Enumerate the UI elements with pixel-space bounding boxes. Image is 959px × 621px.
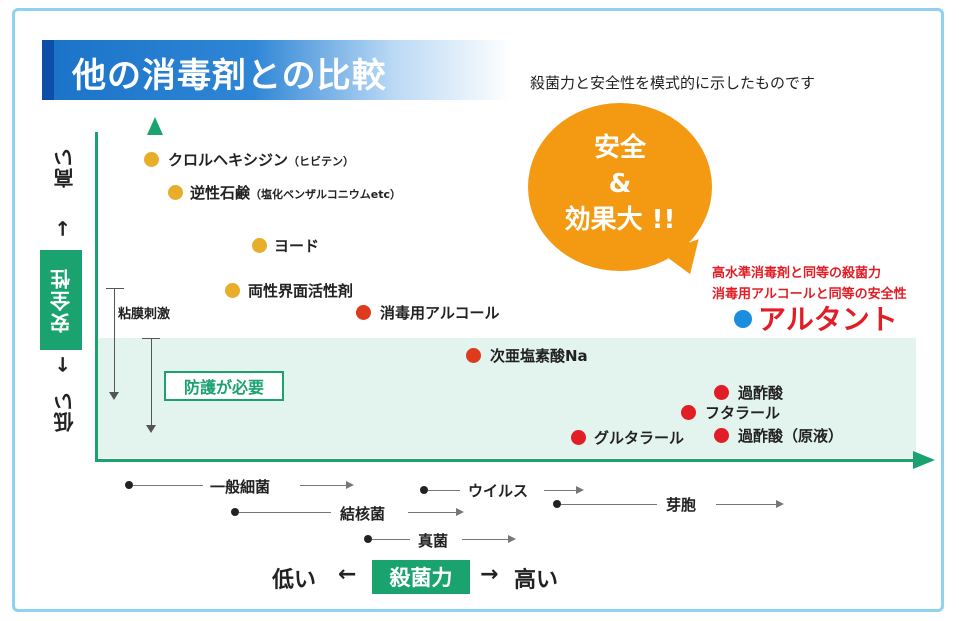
item-dot-quats [168,185,183,200]
protect-label: 防護が必要 [164,371,284,401]
featured-dot [734,310,752,328]
y-axis-arrowhead [147,117,163,135]
y-axis-name: 安全性 [40,250,82,350]
item-dot-chlorhexidine [144,152,159,167]
red-note-2: 消毒用アルコールと同等の安全性 [712,287,907,302]
bubble-text: 安全 & 効果大 !! [528,130,712,238]
mucous-arrow-head [109,392,119,400]
item-note: （塩化ベンザルコニウムetc） [250,188,402,201]
item-dot-hypochlorite [466,348,481,363]
spectrum-line [544,490,578,491]
item-iodine: ヨード [274,237,320,255]
bubble-line-2: & [608,169,632,199]
spectrum-line [300,485,348,486]
bubble-line-3: 効果大 !! [564,205,676,235]
spectrum-arrow [508,535,516,543]
spectrum-line [428,490,460,491]
item-chlorhexidine: クロルヘキシジン（ヒビテン） [168,149,354,170]
item-hypochlorite: 次亜塩素酸Na [490,347,588,365]
y-axis-low: 低い [53,392,77,432]
bubble-line-1: 安全 [593,133,646,163]
spectrum-start-dot [125,481,133,489]
item-dot-glutaral [571,430,586,445]
title-banner [42,40,512,100]
x-axis-low: 低い [272,568,317,593]
spectrum-virus: ウイルス [468,482,529,500]
item-dot-amphoteric [225,283,240,298]
spectrum-line [372,539,410,540]
x-axis-arrow-left: ← [338,562,357,587]
spectrum-line [408,512,458,513]
spectrum-line [239,512,331,513]
spectrum-start-dot [231,508,239,516]
spectrum-bacteria: 一般細菌 [210,478,271,496]
y-axis-arrow-down: ← [50,356,74,373]
speech-bubble [528,103,712,271]
spectrum-line [716,504,778,505]
item-dot-alcohol [356,305,371,320]
spectrum-start-dot [420,486,428,494]
protect-arrow-head [146,425,156,433]
spectrum-fungi: 真菌 [418,532,449,550]
item-note: （ヒビテン） [288,155,355,168]
mucous-bracket-top [106,288,124,289]
item-dot-iodine [252,238,267,253]
spectrum-start-dot [553,500,561,508]
item-alcohol: 消毒用アルコール [380,304,500,322]
item-label: クロルヘキシジン [168,151,289,169]
red-note-1: 高水準消毒剤と同等の殺菌力 [712,266,882,281]
spectrum-tuberculosis: 結核菌 [340,505,386,523]
item-phthalal: フタラール [705,404,781,422]
mucous-arrow-line [114,288,115,392]
x-axis-high: 高い [514,568,559,593]
spectrum-line [462,539,510,540]
spectrum-arrow [456,508,464,516]
x-axis-line [95,459,915,462]
item-dot-peracetic [714,385,729,400]
x-axis-name: 殺菌力 [372,560,470,594]
y-axis-high: 高い [53,148,77,188]
y-axis-line [95,132,98,462]
title-accent [42,40,54,100]
spectrum-arrow [576,486,584,494]
featured-label: アルタント [758,303,898,336]
item-dot-phthalal [681,405,696,420]
item-peracetic: 過酢酸 [738,384,784,402]
spectrum-line [133,485,203,486]
x-axis-arrow-right: → [480,562,499,587]
frame [12,8,944,612]
x-axis-arrowhead [913,451,935,469]
item-amphoteric: 両性界面活性剤 [248,282,354,300]
subtitle: 殺菌力と安全性を模式的に示したものです [530,74,816,92]
item-label: 逆性石鹸 [190,184,251,202]
y-axis-arrow-up: → [50,220,74,237]
item-glutaral: グルタラール [594,429,685,447]
protect-arrow-line [151,338,152,426]
spectrum-arrow [776,500,784,508]
item-dot-peracetic-stock [714,428,729,443]
page-title: 他の消毒剤との比較 [72,56,387,96]
mucous-label: 粘膜刺激 [118,307,171,322]
spectrum-line [561,504,657,505]
item-peracetic-stock: 過酢酸（原液） [738,427,844,445]
item-quats: 逆性石鹸（塩化ベンザルコニウムetc） [190,182,401,203]
spectrum-start-dot [364,535,372,543]
spectrum-spores: 芽胞 [666,496,697,514]
spectrum-arrow [346,481,354,489]
